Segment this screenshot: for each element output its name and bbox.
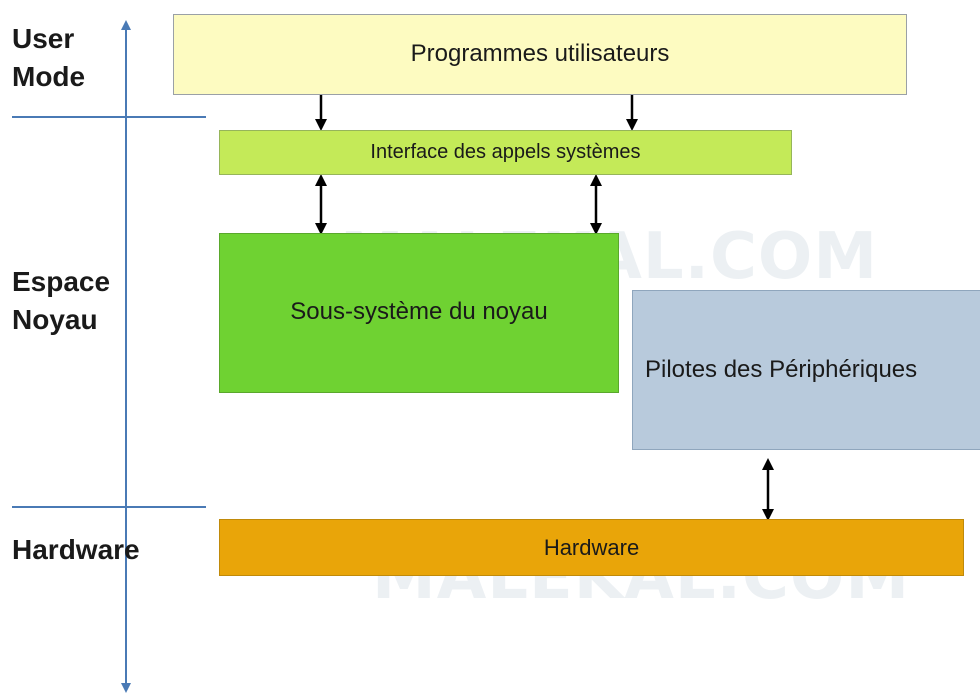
box-user-programs: Programmes utilisateurs: [173, 14, 907, 95]
level-label-user-mode: User Mode: [12, 23, 86, 92]
level-label-kernel-space: Espace Noyau: [12, 266, 111, 335]
box-device-drivers: Pilotes des Périphériques: [632, 290, 980, 450]
box-syscall-interface: Interface des appels systèmes: [219, 130, 792, 175]
box-hardware: Hardware: [219, 519, 964, 576]
box-hardware-label: Hardware: [543, 534, 640, 560]
level-label-hardware: Hardware: [12, 534, 140, 565]
box-device-drivers-label: Pilotes des Périphériques: [645, 356, 918, 383]
box-syscall-interface-label: Interface des appels systèmes: [370, 141, 641, 163]
box-kernel-subsystem: Sous-système du noyau: [219, 233, 619, 393]
box-user-programs-label: Programmes utilisateurs: [410, 39, 670, 67]
box-kernel-subsystem-label: Sous-système du noyau: [290, 298, 548, 325]
